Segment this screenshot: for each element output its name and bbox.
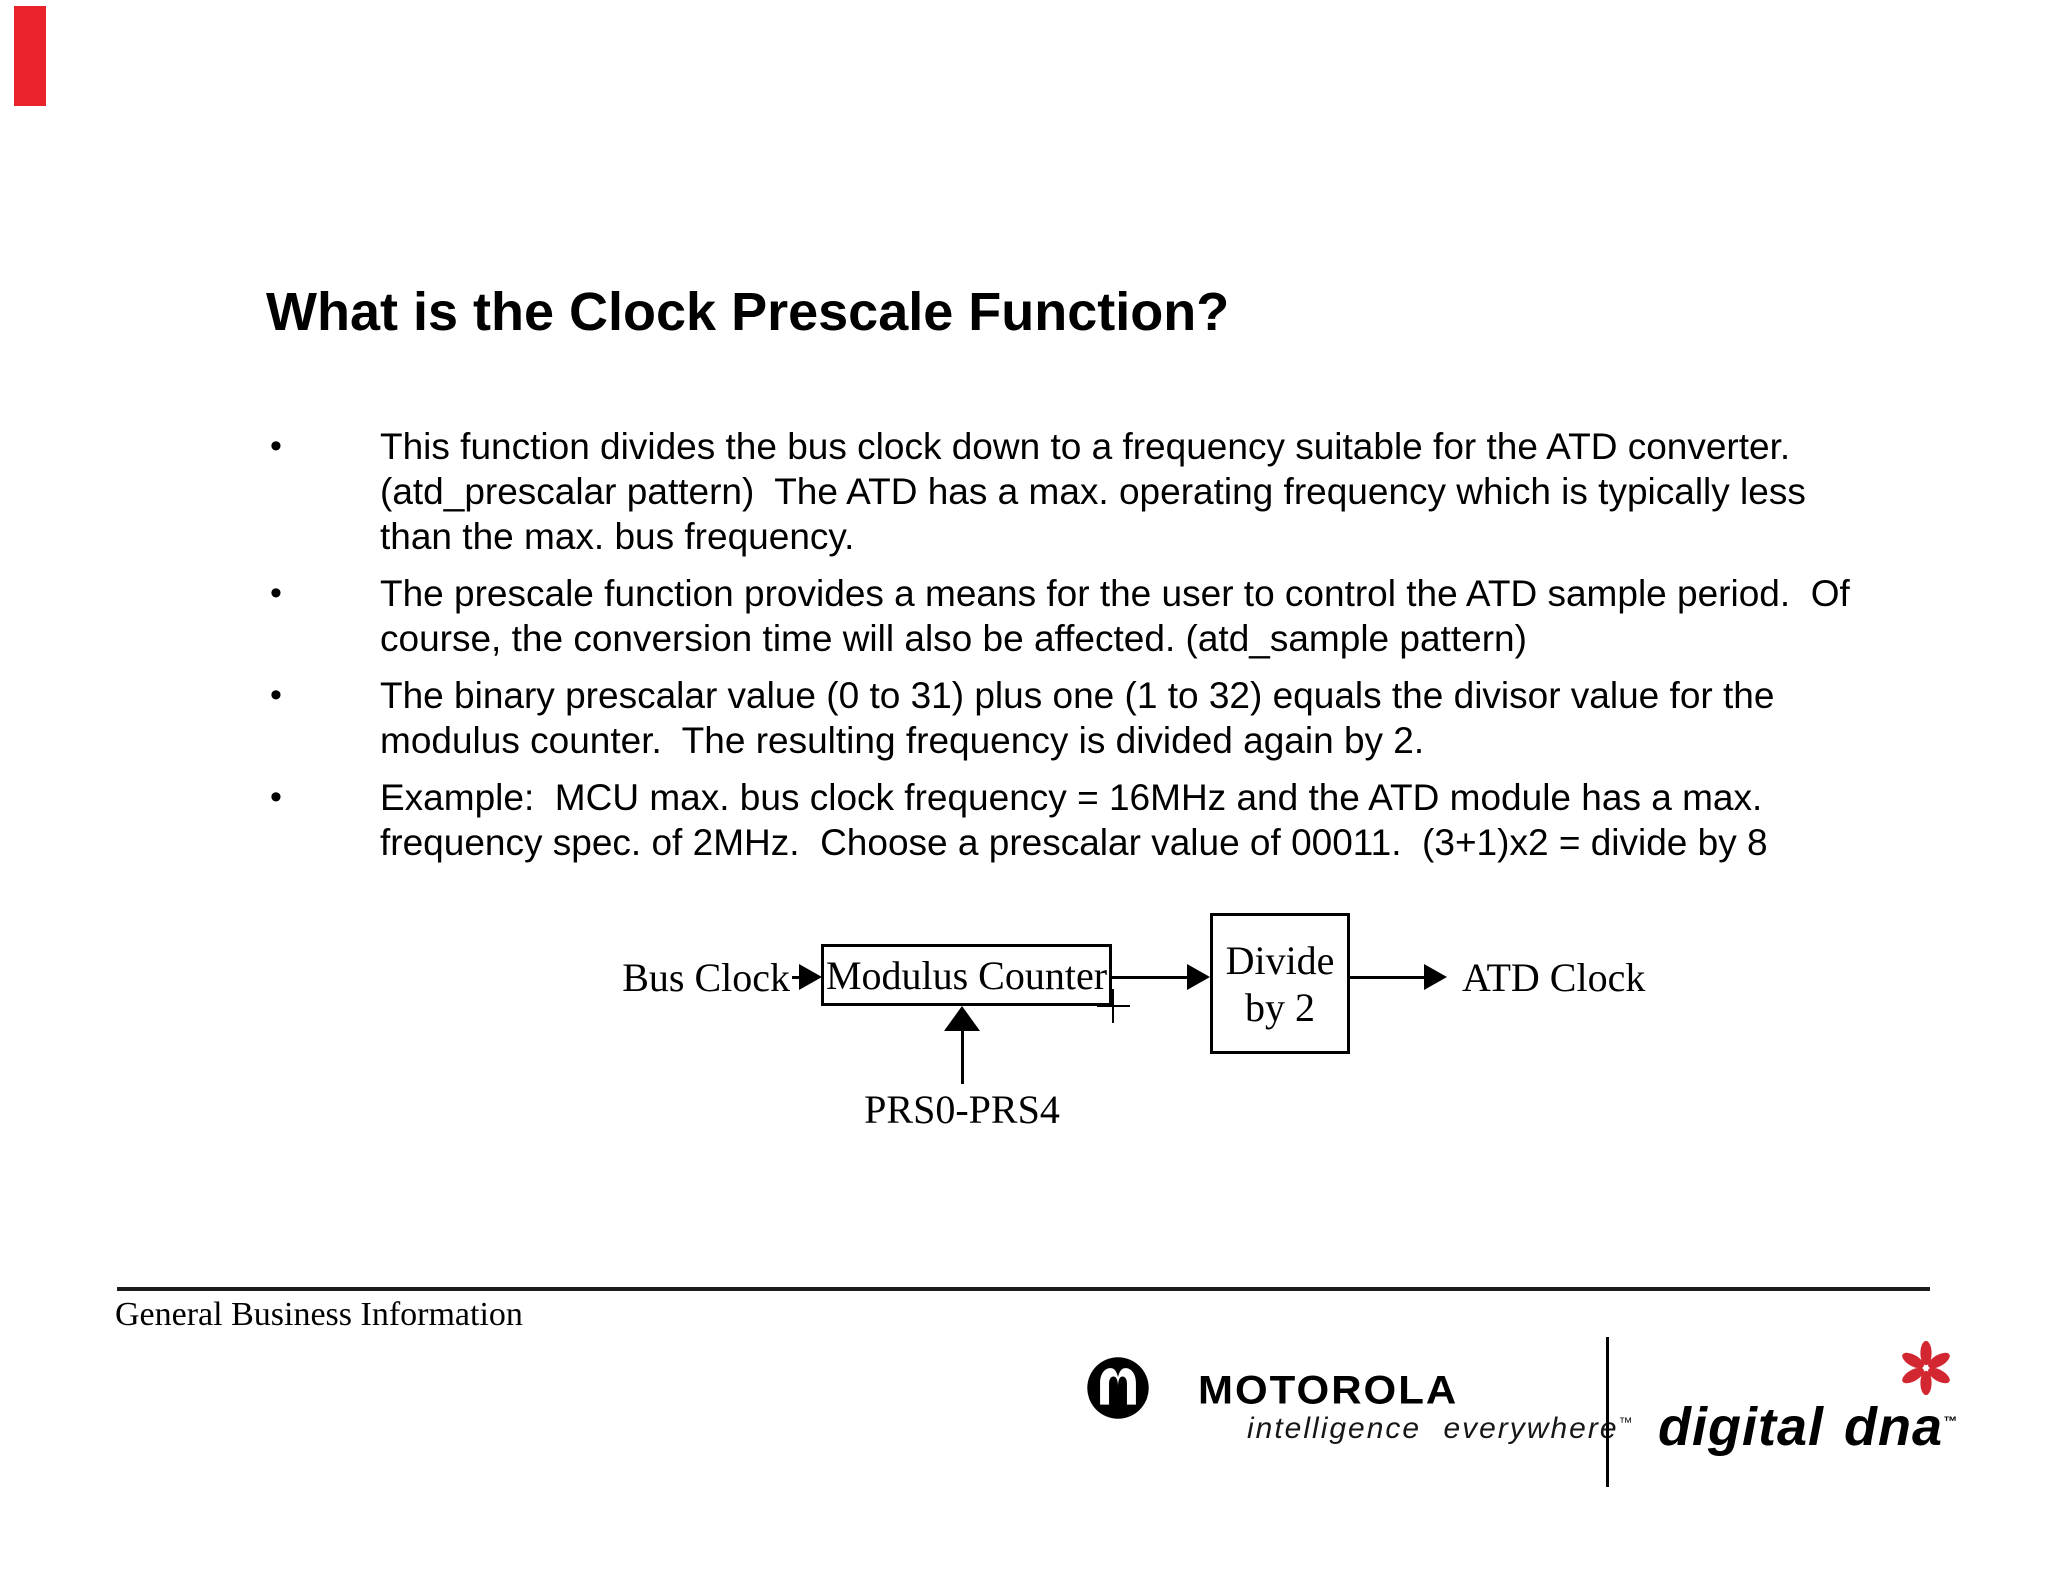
bullet-item: • Example: MCU max. bus clock frequency … [270,775,1880,865]
prs-arrowhead-icon [944,1006,980,1031]
atd-clock-label: ATD Clock [1462,955,1646,1000]
divide-by-2-box: Divide by 2 [1210,913,1350,1054]
red-accent-bar [14,6,46,106]
corner-plus-mark [1112,989,1114,1023]
bullet-text: Example: MCU max. bus clock frequency = … [380,777,1768,863]
bullet-text: The prescale function provides a means f… [380,573,1850,659]
bullet-text: This function divides the bus clock down… [380,426,1806,557]
divide-to-atd-arrowhead-icon [1424,964,1447,990]
bullet-item: • The prescale function provides a means… [270,571,1880,661]
page-title: What is the Clock Prescale Function? [266,282,1230,343]
corner-plus-mark [1097,1005,1130,1007]
divide-box-line1: Divide [1225,937,1335,983]
bullet-item: • This function divides the bus clock do… [270,424,1880,559]
footer-divider [1606,1337,1609,1487]
bus-clock-arrow-line [792,976,810,979]
motorola-logo-icon [1086,1356,1150,1425]
bullet-marker: • [270,427,282,465]
divide-box-line2: by 2 [1245,984,1315,1030]
modulus-to-divide-arrowhead-icon [1187,964,1210,990]
motorola-wordmark: MOTOROLA [1198,1367,1459,1412]
modulus-counter-box: Modulus Counter [821,944,1112,1006]
bullet-item: • The binary prescalar value (0 to 31) p… [270,673,1880,763]
footer-rule [117,1287,1930,1291]
bullet-list: • This function divides the bus clock do… [270,424,1880,877]
trademark-symbol: ™ [1943,1413,1958,1429]
digitaldna-wordmark: digital dna™ [1658,1396,1958,1458]
bus-clock-label: Bus Clock [622,955,790,1000]
motorola-tagline-text: intelligence everywhere [1247,1412,1619,1445]
trademark-symbol: ™ [1618,1414,1635,1430]
digitaldna-text: digital dna [1658,1397,1943,1457]
classification-label: General Business Information [115,1296,523,1333]
divide-to-atd-line [1347,976,1425,979]
prs-label: PRS0-PRS4 [864,1087,1060,1132]
digitaldna-flower-icon [1898,1340,1954,1401]
motorola-tagline: intelligence everywhere™ [1247,1412,1635,1446]
prs-arrow-line [961,1030,964,1084]
bullet-marker: • [270,574,282,612]
modulus-to-divide-line [1109,976,1189,979]
bullet-marker: • [270,676,282,714]
bullet-text: The binary prescalar value (0 to 31) plu… [380,675,1775,761]
modulus-counter-label: Modulus Counter [825,952,1108,998]
bus-clock-arrowhead-icon [799,964,822,990]
bullet-marker: • [270,778,282,816]
